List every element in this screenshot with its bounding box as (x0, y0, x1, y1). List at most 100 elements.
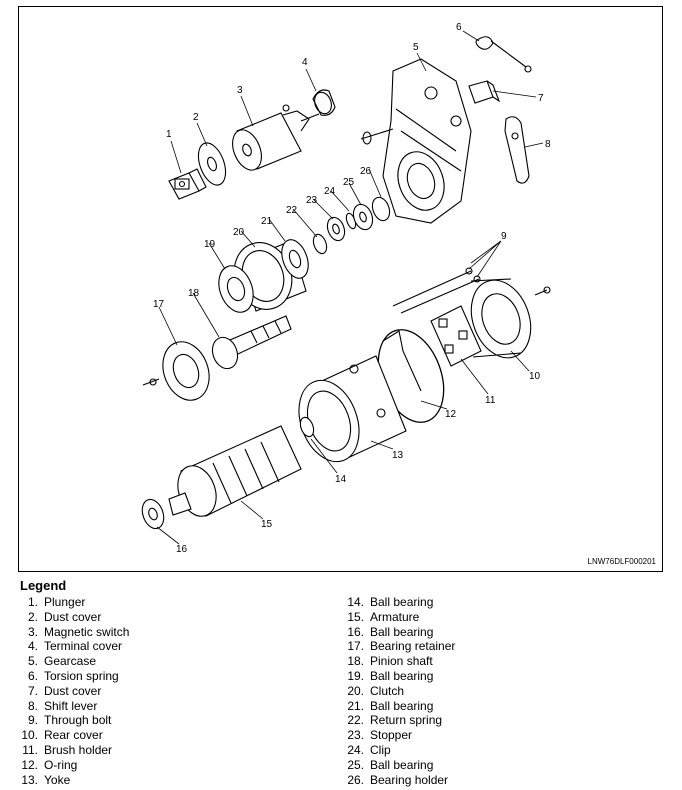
legend-item: 22. Return spring (338, 713, 455, 728)
legend-column-right: 14. Ball bearing 15. Armature 16. Ball bear… (338, 595, 455, 787)
legend-item-label: Return spring (370, 713, 443, 728)
legend-item-number: 12. (21, 757, 38, 772)
legend-item-label: Clip (370, 742, 391, 757)
legend-item: 16. Ball bearing (338, 625, 455, 640)
legend-item-number: 20. (347, 683, 364, 698)
legend-item: 3.Magnetic switch (12, 625, 129, 640)
callout-3: 3 (237, 85, 243, 96)
legend-item-number: 4. (27, 639, 38, 654)
legend-item-label: Yoke (44, 772, 71, 787)
callout-24: 24 (324, 186, 336, 197)
legend-item-label: Dust cover (44, 609, 102, 624)
legend-item-number: 19. (347, 668, 364, 683)
callout-7: 7 (538, 93, 544, 104)
legend-item-label: Plunger (44, 595, 86, 609)
legend-item: 26.Bearing holder (338, 773, 455, 788)
legend-item: 21. Ball bearing (338, 699, 455, 714)
legend-item-label: Clutch (370, 683, 405, 698)
part-clutch-assembly (218, 239, 309, 313)
legend-item-label: Ball bearing (370, 624, 434, 639)
part-dust-cover-7 (468, 80, 501, 104)
part-shift-lever (504, 116, 530, 184)
legend-item-label: Dust cover (44, 683, 102, 698)
legend-item: 9.Through bolt (12, 713, 129, 728)
legend-item: 15. Armature (338, 610, 455, 625)
legend-item: 14. Ball bearing (338, 595, 455, 610)
part-pinion-shaft (211, 315, 292, 370)
legend-item-label: Rear cover (44, 728, 103, 743)
legend-item-number: 23. (347, 728, 364, 743)
callout-26: 26 (360, 166, 372, 177)
legend-item-number: 7. (27, 683, 38, 698)
callout-18: 18 (188, 288, 200, 299)
legend-item-number: 14. (347, 595, 364, 609)
legend-item-label: Stopper (370, 728, 413, 743)
legend-item: 7. Dust cover (12, 684, 129, 699)
part-terminal-cover (312, 89, 336, 116)
part-magnetic-switch (232, 104, 320, 171)
figure-reference-code: LNW76DLF000201 (587, 557, 656, 566)
legend-item-number: 21. (347, 698, 364, 713)
part-yoke (298, 355, 407, 463)
legend-item-label: Ball bearing (370, 595, 434, 609)
legend-item-label: Terminal cover (44, 639, 123, 654)
legend-item-number: 5. (27, 654, 38, 669)
callout-9: 9 (501, 231, 507, 242)
callout-2: 2 (193, 112, 199, 123)
part-dust-cover-2 (197, 142, 227, 186)
legend-item: 12.O-ring (12, 758, 129, 773)
legend-title: Legend (20, 578, 67, 593)
legend-item: 24.Clip (338, 743, 455, 758)
callout-23: 23 (306, 195, 318, 206)
callout-17: 17 (153, 299, 165, 310)
legend-item-number: 1. (27, 595, 38, 609)
legend-item-number: 25. (347, 757, 364, 772)
callout-20: 20 (233, 227, 245, 238)
callout-4: 4 (302, 57, 308, 68)
legend-item-label: Ball bearing (370, 757, 434, 772)
callout-12: 12 (445, 409, 457, 420)
parts-shaft-rings (312, 196, 391, 255)
callout-19: 19 (204, 239, 216, 250)
part-torsion-spring (475, 36, 532, 73)
legend-item: 13. Yoke (12, 773, 129, 788)
legend-item: 25. Ball bearing (338, 758, 455, 773)
legend-item-label: Bearing retainer (370, 639, 456, 654)
legend-column-left: 1.Plunger 2.Dust cover 3.Magnetic switch… (12, 595, 129, 787)
callout-11: 11 (485, 395, 496, 406)
legend-item: 18.Pinion shaft (338, 654, 455, 669)
legend-item: 8.Shift lever (12, 699, 129, 714)
legend-item-label: Torsion spring (44, 668, 119, 683)
legend-item-number: 8. (27, 698, 38, 713)
part-gearcase (360, 58, 472, 224)
legend-item: 20. Clutch (338, 684, 455, 699)
legend-item-label: Magnetic switch (44, 624, 130, 639)
legend-item-number: 22. (347, 713, 364, 728)
part-brush-holder (430, 305, 482, 367)
legend-item-number: 11. (22, 742, 38, 757)
callout-22: 22 (286, 205, 298, 216)
legend-item-number: 16. (347, 624, 364, 639)
part-through-bolts (392, 267, 551, 314)
legend-item: 17.Bearing retainer (338, 639, 455, 654)
callout-10: 10 (529, 371, 541, 382)
callout-5: 5 (413, 42, 419, 53)
legend-item-number: 10. (21, 728, 38, 743)
legend-item: 6.Torsion spring (12, 669, 129, 684)
callout-15: 15 (261, 519, 273, 530)
legend-item-number: 13. (21, 772, 38, 787)
callout-16: 16 (176, 544, 188, 555)
exploded-view-figure: 1 2 3 4 5 6 7 8 9 10 11 12 13 14 15 16 1… (18, 6, 663, 572)
legend-item-label: Ball bearing (370, 698, 434, 713)
legend-item: 10. Rear cover (12, 728, 129, 743)
callout-6: 6 (456, 22, 462, 33)
legend-item-label: Through bolt (44, 713, 112, 728)
legend-item-label: Pinion shaft (370, 654, 433, 669)
part-ball-bearing-14 (299, 416, 315, 438)
legend-item-number: 15. (347, 609, 364, 624)
legend-item-label: Armature (370, 609, 420, 624)
legend-item: 4. Terminal cover (12, 639, 129, 654)
legend-item: 11.Brush holder (12, 743, 129, 758)
legend-item-label: Bearing holder (370, 772, 449, 787)
callout-8: 8 (545, 139, 551, 150)
